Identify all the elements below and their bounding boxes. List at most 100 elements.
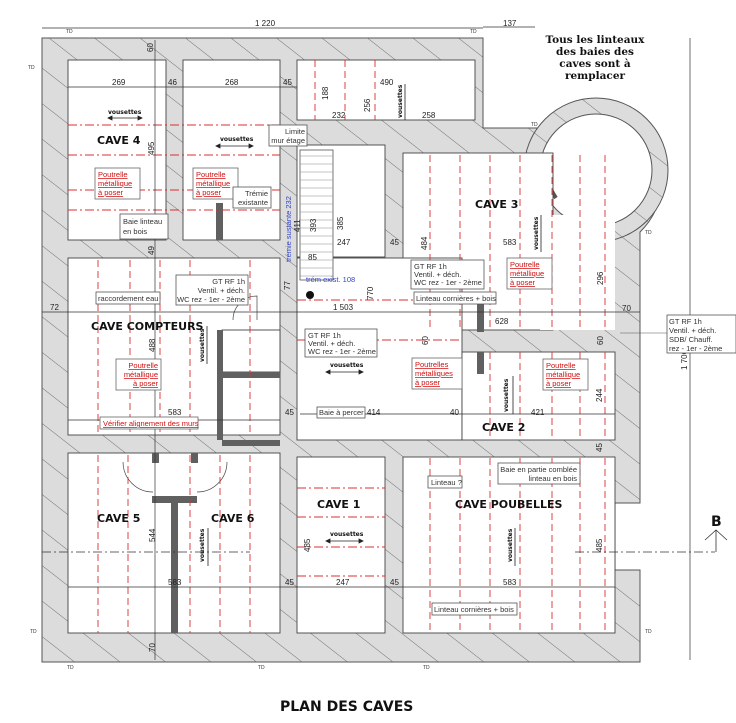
label-cave-poubelles: CAVE POUBELLES	[455, 498, 562, 511]
callout-poutrelles-center: Poutrelles métalliques à poser	[411, 357, 463, 390]
vousettes-h-cave1: vousettes	[325, 531, 364, 544]
svg-text:45: 45	[595, 443, 604, 452]
svg-text:1 220: 1 220	[255, 19, 276, 28]
svg-text:Poutrelle: Poutrelle	[510, 260, 540, 269]
svg-text:1 706: 1 706	[680, 349, 689, 370]
svg-text:TD: TD	[67, 665, 74, 671]
svg-text:385: 385	[336, 216, 345, 230]
svg-text:GT RF 1h: GT RF 1h	[414, 262, 447, 271]
svg-text:raccordement eau: raccordement eau	[98, 294, 158, 303]
svg-text:GT RF 1h: GT RF 1h	[308, 331, 341, 340]
svg-text:45: 45	[285, 578, 294, 587]
svg-text:à poser: à poser	[133, 379, 159, 388]
vousettes-v-cave2: vousettes	[503, 376, 514, 414]
callout-poutrelle-tremie: Poutrelle métallique à poser	[192, 167, 239, 200]
callout-poutrelle-cave3: Poutrelle métallique à poser	[506, 257, 553, 290]
svg-text:Trémie: Trémie	[245, 189, 268, 198]
svg-text:1 503: 1 503	[333, 303, 354, 312]
svg-text:Baie à percer: Baie à percer	[319, 408, 364, 417]
svg-text:256: 256	[363, 98, 372, 112]
vousettes-h-center: vousettes	[325, 362, 364, 375]
svg-text:188: 188	[321, 86, 330, 100]
callout-poutrelle-cave4: Poutrelle métallique à poser	[94, 167, 141, 200]
label-cave-6: CAVE 6	[211, 512, 255, 525]
svg-text:46: 46	[168, 78, 177, 87]
svg-text:à poser: à poser	[546, 379, 572, 388]
svg-text:45: 45	[390, 578, 399, 587]
svg-text:Ventil. + déch.: Ventil. + déch.	[414, 270, 461, 279]
svg-text:TD: TD	[645, 629, 652, 635]
general-note: Tous les linteaux des baies des caves so…	[546, 34, 646, 82]
room-top-right	[296, 59, 476, 121]
svg-text:GT RF 1h: GT RF 1h	[212, 277, 245, 286]
callout-baie-comblee: Baie en partie comblée linteau en bois	[497, 462, 581, 485]
svg-text:WC rez - 1er - 2ème: WC rez - 1er - 2ème	[414, 278, 482, 287]
svg-text:411: 411	[293, 219, 302, 232]
svg-text:60: 60	[421, 336, 430, 345]
svg-text:70: 70	[622, 304, 631, 313]
svg-text:490: 490	[380, 78, 394, 87]
svg-text:vousettes: vousettes	[397, 84, 404, 118]
svg-text:Tous les linteaux: Tous les linteaux	[546, 34, 646, 46]
svg-text:caves sont à: caves sont à	[559, 58, 631, 70]
svg-text:495: 495	[147, 141, 156, 155]
svg-text:linteau en bois: linteau en bois	[529, 474, 578, 483]
vousettes-v-poubelles: vousettes	[507, 528, 516, 566]
label-cave-2: CAVE 2	[482, 421, 525, 434]
svg-text:45: 45	[390, 238, 399, 247]
vousettes-h-tremie: vousettes	[215, 136, 254, 149]
room-wc	[221, 329, 281, 373]
svg-text:des baies des: des baies des	[556, 46, 634, 58]
svg-text:Ventil. + déch.: Ventil. + déch.	[198, 286, 245, 295]
svg-text:vousettes: vousettes	[533, 216, 540, 250]
svg-text:WC rez - 1er - 2ème: WC rez - 1er - 2ème	[308, 347, 376, 356]
room-cave-3-right	[540, 215, 615, 330]
callout-linteau-cornieres-2: Linteau cornières + bois	[431, 602, 518, 616]
svg-text:Baie linteau: Baie linteau	[123, 217, 162, 226]
round-tower-interior	[539, 113, 653, 227]
svg-text:770: 770	[366, 286, 375, 300]
svg-text:137: 137	[503, 19, 517, 28]
svg-text:421: 421	[531, 408, 545, 417]
svg-text:269: 269	[112, 78, 126, 87]
plan-title: PLAN DES CAVES	[280, 699, 413, 715]
callout-poutrelle-cave2: Poutrelle métallique à poser	[542, 358, 589, 391]
svg-text:296: 296	[596, 271, 605, 285]
svg-text:rez - 1er - 2ème: rez - 1er - 2ème	[669, 344, 722, 353]
svg-text:TD: TD	[28, 65, 35, 71]
svg-text:existante: existante	[238, 198, 268, 207]
vousettes-v-top: vousettes	[397, 84, 406, 120]
svg-text:SDB/ Chauff.: SDB/ Chauff.	[669, 335, 713, 344]
svg-text:Ventil. + déch.: Ventil. + déch.	[669, 326, 716, 335]
svg-text:583: 583	[503, 238, 517, 247]
label-cave-1: CAVE 1	[317, 498, 360, 511]
svg-text:Poutrelle: Poutrelle	[128, 361, 158, 370]
callout-linteau-q: Linteau ?	[427, 475, 463, 489]
svg-text:70: 70	[148, 643, 157, 652]
svg-text:Limite: Limite	[285, 127, 305, 136]
svg-text:232: 232	[332, 111, 346, 120]
svg-text:268: 268	[225, 78, 239, 87]
svg-text:TD: TD	[258, 665, 265, 671]
svg-text:remplacer: remplacer	[565, 70, 626, 82]
svg-text:à poser: à poser	[196, 188, 222, 197]
svg-text:85: 85	[308, 253, 317, 262]
svg-text:628: 628	[495, 317, 509, 326]
callout-verifier-murs: Vérifier alignement des murs	[99, 416, 199, 430]
svg-text:Linteau cornières + bois: Linteau cornières + bois	[434, 605, 514, 614]
stair-tremie-sustante: trémie sustante 232	[284, 196, 293, 262]
svg-text:393: 393	[309, 218, 318, 232]
svg-text:40: 40	[450, 408, 459, 417]
svg-text:métallique: métallique	[510, 269, 544, 278]
svg-text:485: 485	[595, 538, 604, 552]
svg-text:TD: TD	[470, 29, 477, 35]
label-cave-3: CAVE 3	[475, 198, 518, 211]
svg-text:583: 583	[168, 408, 182, 417]
svg-text:60: 60	[596, 336, 605, 345]
room-cave-2	[461, 351, 616, 441]
svg-text:45: 45	[283, 78, 292, 87]
svg-text:B: B	[711, 514, 722, 530]
svg-text:Poutrelle: Poutrelle	[546, 361, 576, 370]
svg-text:Linteau ?: Linteau ?	[431, 478, 462, 487]
callout-gt-rf-4: GT RF 1h Ventil. + déch. SDB/ Chauff. re…	[620, 314, 736, 354]
